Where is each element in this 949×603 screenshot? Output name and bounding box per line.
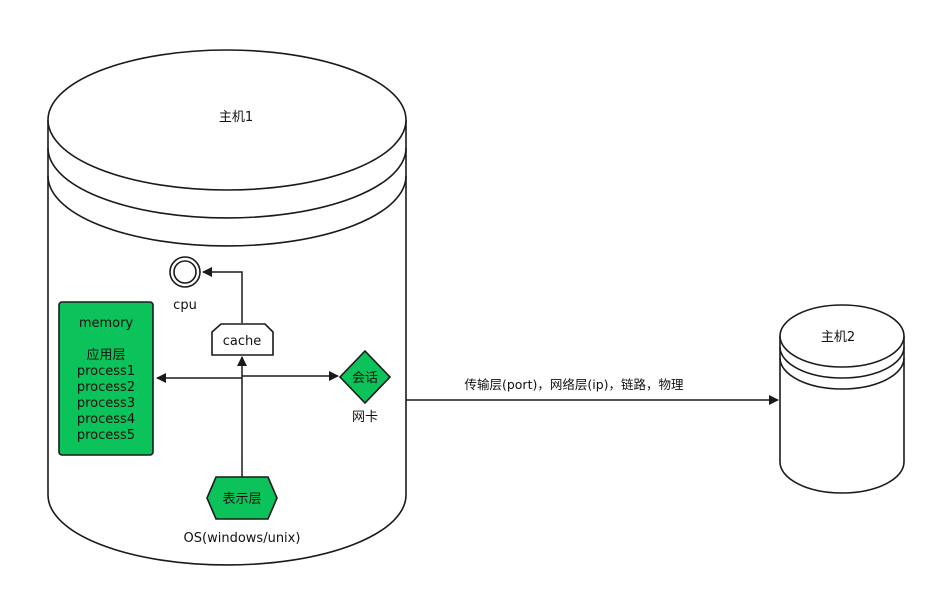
cpu-node[interactable]	[169, 256, 201, 288]
process-item: process4	[77, 412, 135, 427]
cache-label: cache	[223, 334, 262, 349]
memory-layer-label: 应用层	[86, 347, 125, 363]
cpu-label: cpu	[173, 298, 197, 313]
memory-box[interactable]: memory 应用层 process1 process2 process3 pr…	[58, 301, 154, 456]
presentation-label: 表示层	[222, 492, 261, 507]
process-item: process5	[77, 428, 135, 443]
process-item: process1	[77, 364, 135, 379]
process-item: process3	[77, 396, 135, 411]
cache-to-cpu-arrow	[202, 267, 243, 323]
session-label: 会话	[352, 371, 378, 386]
process-item: process2	[77, 380, 135, 395]
network-link-label: 传输层(port)，网络层(ip)，链路，物理	[464, 377, 684, 392]
nic-label: 网卡	[352, 410, 378, 425]
session-node[interactable]: 会话	[338, 349, 392, 405]
memory-title: memory	[79, 316, 134, 331]
host2-label: 主机2	[821, 330, 855, 345]
cache-node[interactable]: cache	[211, 323, 274, 356]
os-label: OS(windows/unix)	[184, 531, 301, 546]
host1-label: 主机1	[219, 110, 253, 125]
host2-cylinder[interactable]: 主机2	[779, 304, 905, 494]
presentation-node[interactable]: 表示层	[206, 476, 278, 520]
